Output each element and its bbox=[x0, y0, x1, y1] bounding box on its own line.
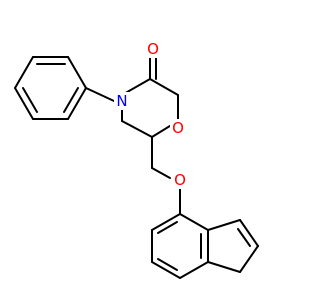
bond bbox=[14, 56, 34, 89]
phenyl-ring bbox=[14, 56, 87, 120]
morpholinone-ring bbox=[121, 78, 179, 138]
bond bbox=[239, 219, 259, 247]
double-bond-inner bbox=[237, 228, 251, 247]
double-bond-inner bbox=[63, 87, 79, 113]
bond bbox=[151, 213, 181, 231]
ether-oxygen-text: O bbox=[174, 171, 186, 189]
atom-label-ring-oxygen: O bbox=[170, 119, 186, 137]
double-bond-inner bbox=[22, 87, 38, 113]
atom-label-carbonyl-oxygen: O bbox=[145, 40, 161, 58]
atom-label-ring-nitrogen: N bbox=[114, 92, 130, 110]
molecule-drawing: O N O O bbox=[14, 40, 259, 279]
bond bbox=[67, 87, 87, 120]
carbonyl-oxygen-text: O bbox=[147, 40, 159, 58]
bond bbox=[207, 219, 241, 231]
bond-ch2-o bbox=[151, 167, 171, 179]
bond bbox=[179, 261, 209, 279]
indene-cyclopentene-ring bbox=[207, 219, 259, 273]
bond bbox=[14, 87, 34, 120]
double-bond-inner bbox=[157, 221, 178, 234]
bond bbox=[121, 120, 153, 138]
ring-nitrogen-text: N bbox=[116, 92, 127, 110]
structure-diagram: O N O O bbox=[14, 40, 259, 279]
bond bbox=[207, 261, 241, 273]
bond bbox=[179, 213, 209, 231]
double-bond-inner bbox=[157, 258, 178, 271]
indene-benzene-ring bbox=[151, 213, 209, 279]
ring-oxygen-text: O bbox=[172, 119, 184, 137]
bond bbox=[149, 78, 179, 96]
bond bbox=[151, 261, 181, 279]
bond bbox=[67, 56, 87, 89]
atom-label-ether-oxygen: O bbox=[172, 171, 188, 189]
bond-n-phenyl bbox=[85, 87, 115, 102]
bond bbox=[239, 245, 259, 273]
